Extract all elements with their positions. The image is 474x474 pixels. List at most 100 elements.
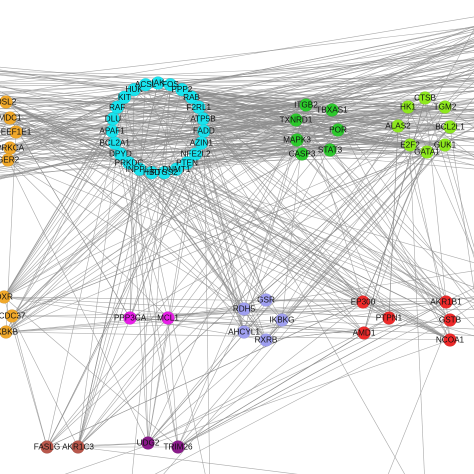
edge-line: [3, 172, 152, 298]
node-ikbkg: [275, 313, 289, 327]
edge-line: [0, 69, 474, 163]
node-tbxas1: [325, 103, 339, 117]
node-raf: [110, 100, 124, 115]
edge-line: [147, 144, 411, 444]
edge-line: [0, 149, 331, 155]
edge-line: [0, 82, 474, 141]
node-hk1: [401, 100, 415, 114]
edge-line: [444, 144, 474, 248]
edge-line: [0, 114, 474, 147]
edge-line: [5, 301, 364, 333]
node-label-cdc37: CDC37: [0, 312, 26, 321]
edge-line: [186, 162, 364, 303]
edge-line: [0, 84, 146, 132]
edge-line: [77, 125, 399, 448]
edge-line: [0, 66, 474, 154]
node-stat3: [323, 143, 337, 157]
edge-line: [7, 159, 169, 319]
node-ahcyl1: [237, 325, 251, 339]
edge-line: [7, 159, 149, 444]
edge-line: [9, 117, 131, 319]
node-akr1b1: [439, 295, 453, 309]
node-tgm2: [438, 100, 452, 114]
edge-line: [46, 317, 169, 448]
node-bcl2l1: [443, 120, 457, 134]
edge-line: [77, 84, 171, 448]
edge-line: [5, 331, 451, 341]
edge-line: [77, 144, 411, 448]
node-ptpn1: [382, 311, 396, 325]
node-label-gstb: GSTB: [439, 316, 462, 325]
edge-line: [203, 118, 446, 146]
edge-line: [11, 315, 48, 448]
node-label-raf: RAF: [109, 103, 125, 112]
node-rxrb: [259, 333, 273, 347]
node-label-hk1: HK1: [400, 103, 416, 112]
label-layer: DSL2MDC1EEF1E1PRKCAGER2IAKFOSPPP2RABF2RL…: [0, 79, 465, 452]
edge-line: [0, 41, 474, 137]
node-label-alas2: ALAS2: [385, 122, 411, 131]
edge-line: [77, 129, 339, 448]
node-mdc1: [3, 111, 17, 125]
edge-line: [265, 299, 447, 303]
edge-line: [243, 151, 428, 310]
node-label-ahcyl1: AHCYL1: [228, 328, 260, 337]
edge-line: [114, 142, 169, 319]
node-label-ep300: EP300: [351, 298, 376, 307]
edge-line: [281, 319, 474, 330]
edge-line: [0, 59, 474, 179]
edge-line: [129, 301, 447, 319]
edge-line: [329, 126, 451, 151]
edge-line: [5, 101, 474, 304]
edge-line: [0, 72, 474, 168]
edge-line: [77, 142, 202, 448]
node-label-ptgs2: PTGS2: [151, 168, 178, 177]
edge-line: [0, 123, 411, 146]
node-label-eef1e1: EEF1E1: [1, 128, 32, 137]
edge-line: [167, 139, 298, 319]
node-label-gsr: GSR: [257, 296, 275, 305]
edge-line: [46, 301, 364, 448]
node-label-iak: IAK: [151, 79, 165, 88]
edge-line: [177, 298, 474, 448]
node-akr1c3: [71, 440, 85, 454]
edge-line: [0, 91, 474, 125]
edge-line: [167, 270, 474, 319]
edge-line: [176, 98, 474, 170]
node-e2f2: [403, 138, 417, 152]
node-label-dpyd: DPYD: [109, 150, 132, 159]
edge-line: [0, 59, 474, 83]
edge-line: [133, 89, 447, 303]
edge-line: [444, 81, 474, 108]
node-gsr: [259, 293, 273, 307]
edge-line: [7, 159, 390, 319]
edge-line: [77, 89, 183, 448]
edge-line: [147, 143, 202, 444]
edge-line: [46, 153, 196, 448]
node-label-ncoa1: NCOA1: [436, 336, 465, 345]
edge-line: [11, 162, 188, 317]
edge-line: [128, 162, 245, 310]
edge-line: [9, 147, 303, 155]
edge-line: [0, 80, 474, 85]
node-inppl1: [132, 162, 147, 177]
edge-line: [243, 126, 451, 333]
edge-line: [147, 153, 196, 444]
node-label-ger2: GER2: [0, 156, 20, 165]
node-label-guk1: GUK1: [434, 141, 457, 150]
edge-line: [243, 144, 411, 310]
edge-line: [177, 317, 390, 448]
node-label-casp3: CASP3: [289, 150, 316, 159]
node-alas2: [391, 119, 405, 133]
edge-line: [3, 162, 130, 298]
edge-line: [0, 115, 474, 119]
edge-line: [449, 304, 474, 321]
edge-line: [128, 162, 451, 321]
edge-line: [243, 97, 426, 333]
edge-line: [117, 77, 474, 108]
node-label-por: POR: [329, 126, 347, 135]
node-label-pten: PTEN: [176, 158, 198, 167]
node-label-tgm2: TGM2: [434, 103, 457, 112]
node-acsl: [138, 77, 153, 92]
